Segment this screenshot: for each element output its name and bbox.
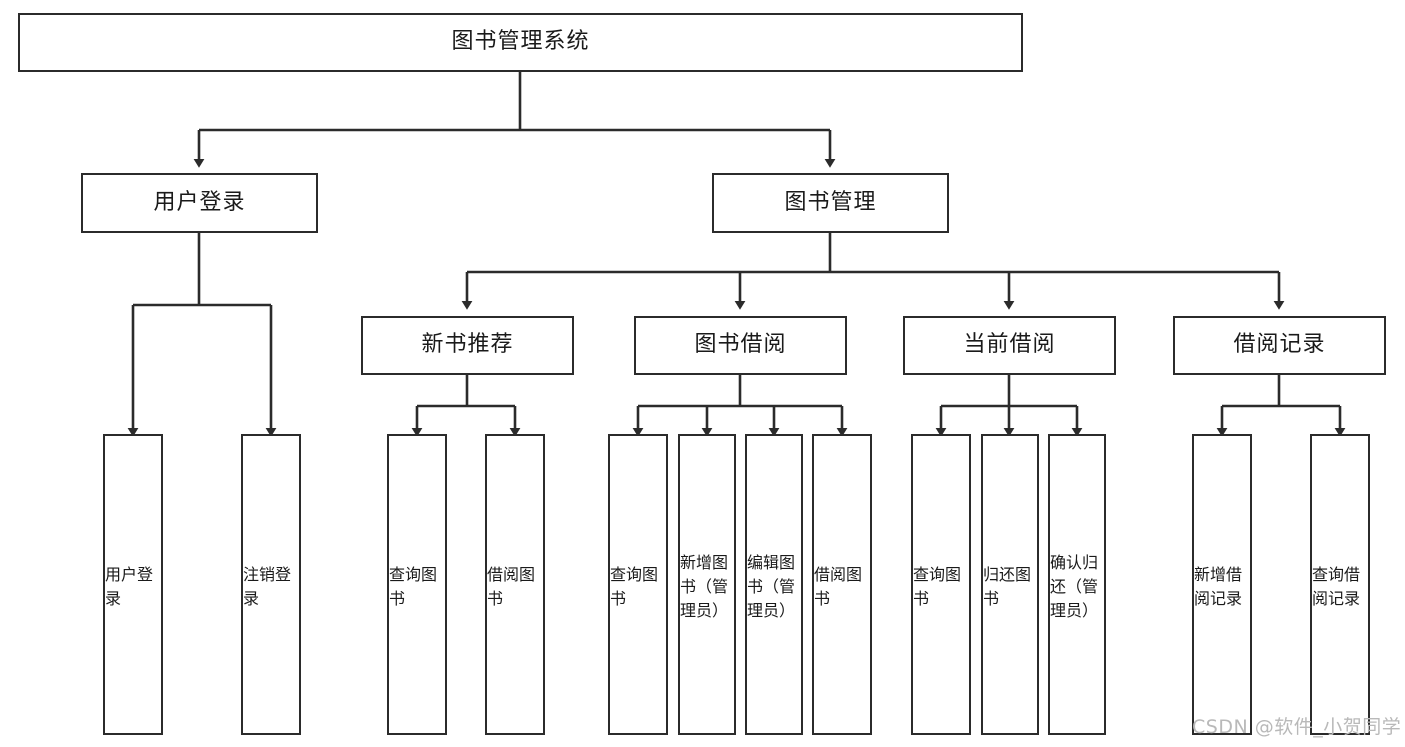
node-label: 借阅记录 xyxy=(1233,332,1326,358)
node-root-system[interactable]: 图书管理系统 xyxy=(18,13,1023,72)
leaf-query-book-current[interactable]: 查询图书 xyxy=(911,434,971,735)
leaf-edit-book-admin[interactable]: 编辑图书（管理员） xyxy=(745,434,803,735)
node-label: 借阅图书 xyxy=(814,564,863,608)
leaf-logout[interactable]: 注销登录 xyxy=(241,434,301,735)
leaf-return-book[interactable]: 归还图书 xyxy=(981,434,1039,735)
node-book-borrow[interactable]: 图书借阅 xyxy=(634,316,847,375)
node-label: 借阅图书 xyxy=(487,564,536,608)
node-book-management[interactable]: 图书管理 xyxy=(712,173,949,233)
node-label: 用户登录 xyxy=(153,189,246,215)
node-label: 编辑图书（管理员） xyxy=(747,552,796,620)
node-label: 确认归还（管理员） xyxy=(1050,552,1099,620)
node-label: 注销登录 xyxy=(243,564,292,608)
node-label: 图书借阅 xyxy=(694,332,787,358)
leaf-user-login[interactable]: 用户登录 xyxy=(103,434,163,735)
node-label: 用户登录 xyxy=(105,564,154,608)
leaf-borrow-book-new[interactable]: 借阅图书 xyxy=(485,434,545,735)
node-label: 归还图书 xyxy=(983,564,1032,608)
node-user-login[interactable]: 用户登录 xyxy=(81,173,318,233)
leaf-confirm-return-admin[interactable]: 确认归还（管理员） xyxy=(1048,434,1106,735)
node-label: 查询图书 xyxy=(610,564,659,608)
node-label: 新书推荐 xyxy=(421,332,514,358)
node-label: 新增借阅记录 xyxy=(1194,564,1243,608)
node-new-book-recommend[interactable]: 新书推荐 xyxy=(361,316,574,375)
leaf-borrow-book[interactable]: 借阅图书 xyxy=(812,434,872,735)
node-label: 新增图书（管理员） xyxy=(680,552,729,620)
node-label: 查询借阅记录 xyxy=(1312,564,1361,608)
node-label: 查询图书 xyxy=(913,564,962,608)
leaf-add-book-admin[interactable]: 新增图书（管理员） xyxy=(678,434,736,735)
csdn-watermark: CSDN @软件_小贺同学 xyxy=(1192,716,1402,738)
node-current-borrow[interactable]: 当前借阅 xyxy=(903,316,1116,375)
leaf-query-borrow-record[interactable]: 查询借阅记录 xyxy=(1310,434,1370,735)
node-label: 当前借阅 xyxy=(963,332,1056,358)
node-label: 图书管理系统 xyxy=(451,29,590,55)
node-label: 图书管理 xyxy=(784,189,877,215)
leaf-query-book-borrow[interactable]: 查询图书 xyxy=(608,434,668,735)
leaf-add-borrow-record[interactable]: 新增借阅记录 xyxy=(1192,434,1252,735)
node-borrow-record[interactable]: 借阅记录 xyxy=(1173,316,1386,375)
node-label: 查询图书 xyxy=(389,564,438,608)
leaf-query-book-new[interactable]: 查询图书 xyxy=(387,434,447,735)
